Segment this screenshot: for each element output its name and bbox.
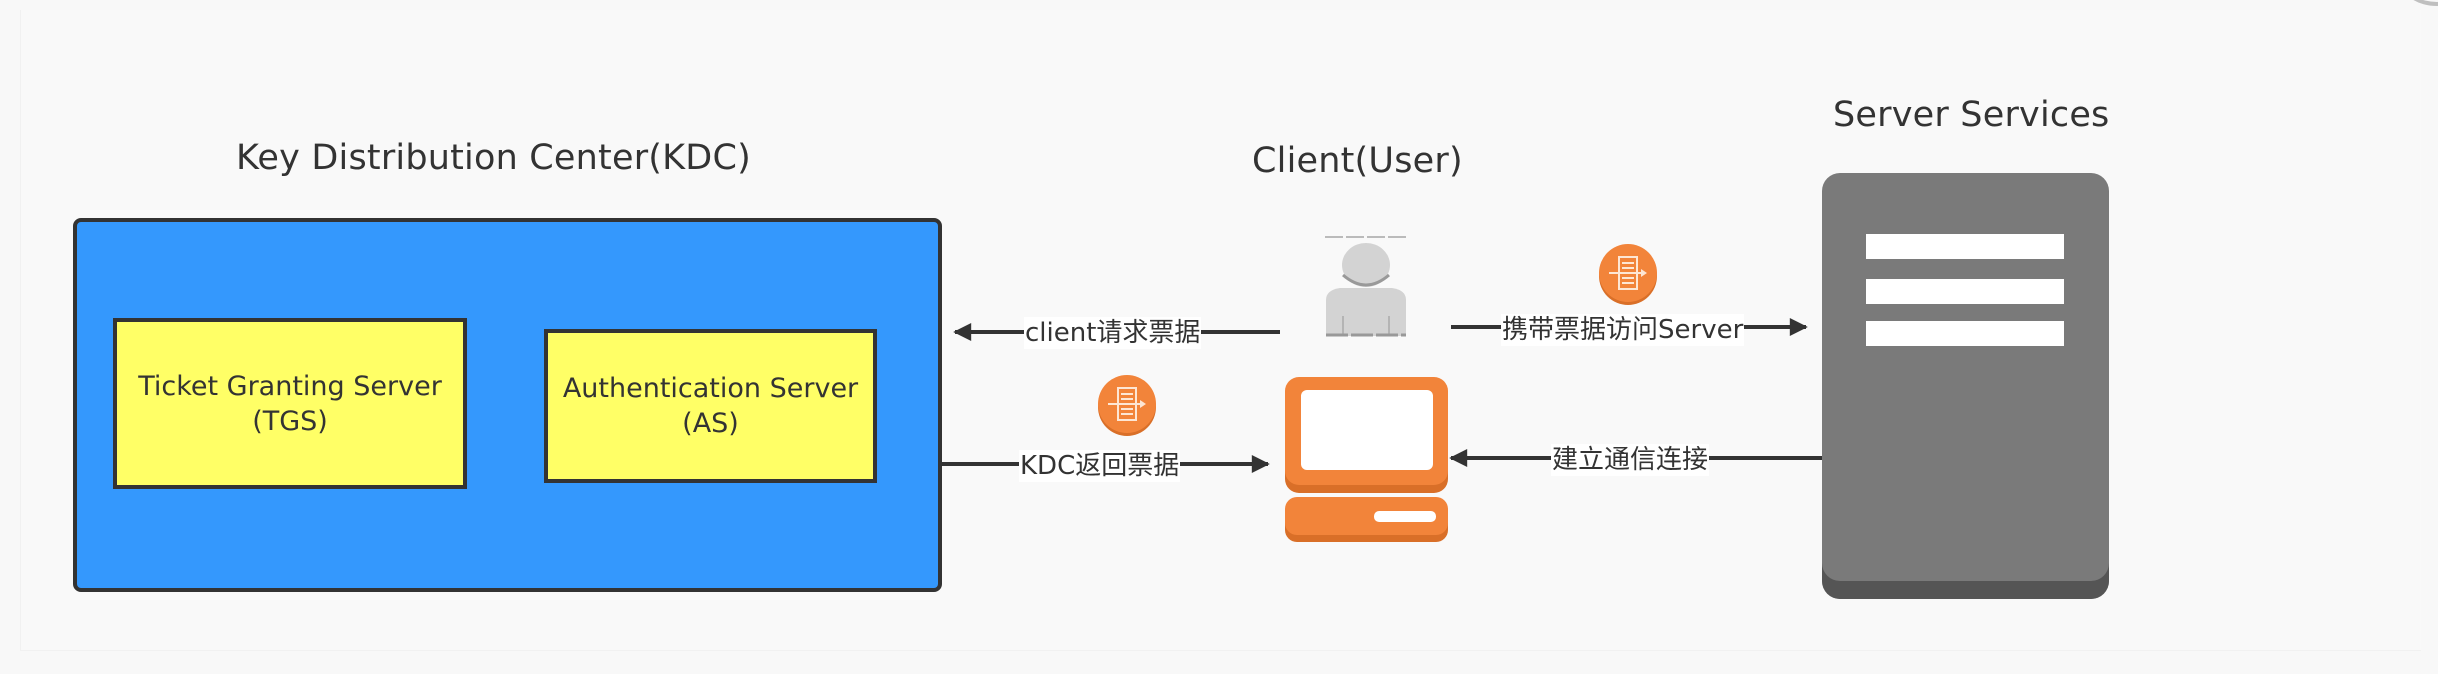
ticket-icon [1098, 375, 1156, 433]
edge-label-kdc-return: KDC返回票据 [1019, 450, 1181, 482]
edge-label-client-request: client请求票据 [1024, 317, 1202, 349]
edge-label-connect: 建立通信连接 [1551, 444, 1710, 476]
tgs-abbrev: (TGS) [252, 405, 328, 437]
user-icon[interactable] [1325, 236, 1408, 337]
as-abbrev: (AS) [682, 408, 739, 439]
server-icon[interactable] [1822, 173, 2109, 599]
kdc-title: Key Distribution Center(KDC) [236, 138, 751, 178]
computer-icon[interactable] [1285, 377, 1448, 542]
as-box[interactable]: Authentication Server (AS) [544, 329, 877, 483]
tgs-label: Ticket Granting Server [138, 370, 442, 402]
server-slot [1866, 321, 2064, 346]
server-slot [1866, 279, 2064, 304]
server-slot [1866, 234, 2064, 259]
edge-label-access-server: 携带票据访问Server [1501, 314, 1745, 346]
tgs-box[interactable]: Ticket Granting Server (TGS) [113, 318, 467, 489]
ticket-icon [1599, 244, 1657, 302]
client-title: Client(User) [1252, 141, 1463, 181]
as-label: Authentication Server [562, 373, 859, 404]
server-title: Server Services [1833, 95, 2110, 135]
